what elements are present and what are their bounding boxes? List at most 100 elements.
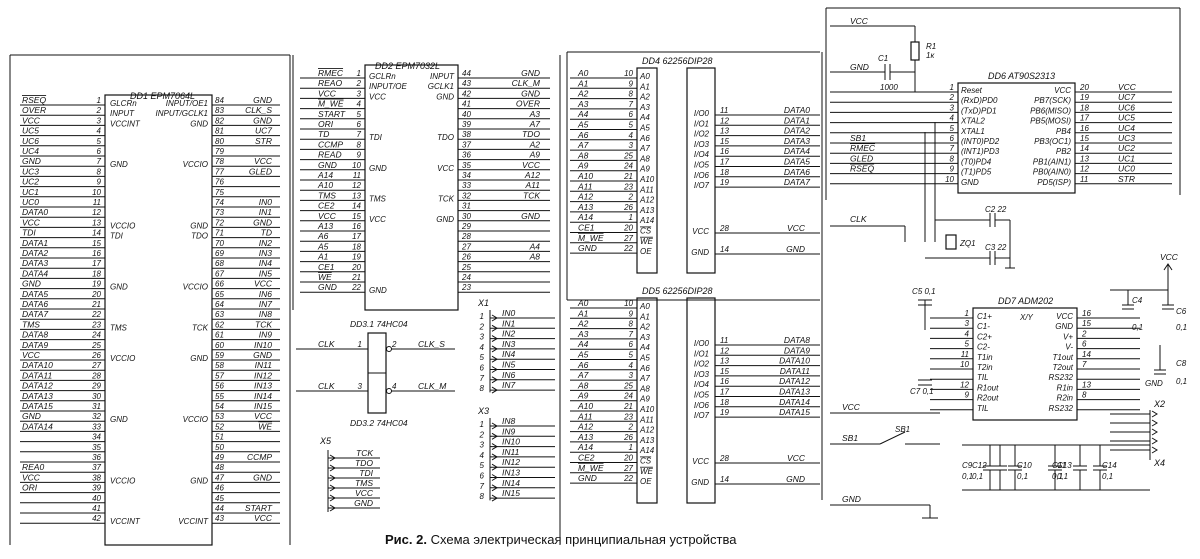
x5-signal-label: TCK [356, 448, 373, 458]
x5-pin-arrow [329, 494, 336, 502]
dd1-pin-number: 75 [215, 188, 224, 197]
dd1-pin-number: 2 [96, 106, 102, 115]
dd4-body-right [686, 67, 716, 274]
dd4-pin-function: A6 [639, 134, 650, 143]
dd6-body [957, 82, 1076, 194]
dd6-pin-function: PB1(AIN1) [1033, 157, 1072, 166]
c6-value: 0,1 [1176, 323, 1187, 332]
dd5-pin-function: I/O7 [694, 411, 710, 420]
dd4-pin-number: 2 [628, 193, 634, 202]
dd4-pin-function: OE [640, 247, 652, 256]
dd4-pin-function: I/O0 [694, 109, 710, 118]
dd1-net-label: DATA15 [22, 401, 53, 411]
dd1-pin-number: 66 [215, 280, 224, 289]
dd6-net-label: VCC [1118, 82, 1137, 92]
dd2-pin-function: TMS [369, 194, 387, 203]
dd7-pin-number: 6 [1082, 340, 1087, 349]
dd2-net-label: A9 [529, 150, 541, 160]
dd1-pin-number: 72 [215, 218, 224, 227]
dd4-pin-function: I/O2 [694, 130, 710, 139]
dd1-pin-number: 52 [215, 422, 224, 431]
dd2-net-label: WE [318, 272, 332, 282]
dd1-pin-function: INPUT/GCLK1 [156, 109, 208, 118]
x5-pin-arrow [329, 454, 336, 462]
dd7-pin-function: R2out [977, 394, 999, 403]
dd4-pin-function: I/O5 [694, 161, 710, 170]
dd1-net-label: IN0 [259, 197, 273, 207]
dd1-pin-number: 74 [215, 198, 224, 207]
dd5-net-label: DATA15 [779, 407, 810, 417]
dd1-pin-number: 40 [92, 494, 101, 503]
dd7-pin-number: 11 [961, 350, 969, 359]
dd1-pin-number: 62 [215, 320, 224, 329]
dd2-net-label: A14 [317, 170, 333, 180]
x3-title: X3 [477, 406, 489, 416]
dd4-net-label: A13 [577, 202, 593, 212]
dd1-pin-number: 7 [97, 157, 102, 166]
x3-signal-label: IN14 [502, 478, 520, 488]
dd2-pin-number: 6 [357, 120, 362, 129]
dd1-net-label: IN1 [259, 207, 273, 217]
dd6-pin-number: 5 [950, 124, 955, 133]
dd7-pin-function: VCC [1056, 312, 1073, 321]
dd4-net-label: A8 [577, 150, 589, 160]
dd2-net-label: A3 [529, 109, 541, 119]
dd2-net-label: START [318, 109, 346, 119]
dd4-net-label: CE1 [578, 223, 595, 233]
dd6-pin-number: 7 [950, 144, 955, 153]
dd5-net-label: A6 [577, 360, 589, 370]
dd5-pin-function: A12 [639, 426, 655, 435]
dd5-net-label: M_WE [578, 463, 604, 473]
dd4-pin-number: 18 [720, 168, 729, 177]
dd2-body [364, 64, 459, 311]
dd5-net-label: A12 [577, 422, 593, 432]
dd2-pin-number: 34 [462, 171, 471, 180]
dd1-pin-number: 55 [215, 392, 224, 401]
dd5-net-label: DATA14 [779, 397, 810, 407]
dd4-net-label: A1 [577, 78, 589, 88]
dd2-net-label: A2 [529, 139, 541, 149]
dd6-pin-function: PB7(SCK) [1034, 96, 1071, 105]
dd5-pin-number: 24 [623, 392, 633, 401]
dd1-pin-number: 24 [91, 331, 101, 340]
vcc-net-label: VCC [1160, 252, 1179, 262]
dd5-net-label: GND [786, 474, 805, 484]
dd2-pin-number: 36 [462, 151, 471, 160]
dd5-net-label: DATA12 [779, 376, 810, 386]
dd2-pin-number: 5 [357, 110, 362, 119]
dd1-pin-number: 57 [215, 371, 224, 380]
dd5-pin-function: A11 [639, 415, 654, 424]
dd1-pin-function: VCCIO [183, 160, 208, 169]
x1-signal-label: IN0 [502, 308, 516, 318]
dd2-pin-number: 11 [353, 171, 361, 180]
dd3-pin-number: 3 [358, 382, 363, 391]
dd1-pin-number: 64 [215, 300, 224, 309]
dd2-pin-number: 3 [357, 89, 362, 98]
dd2-pin-number: 4 [357, 100, 362, 109]
dd2-net-label: CCMP [318, 139, 343, 149]
dd4-pin-number: 17 [720, 158, 729, 167]
dd4-pin-number: 9 [629, 79, 634, 88]
dd5-pin-number: 28 [719, 454, 729, 463]
dd4-pin-function: A1 [639, 82, 650, 91]
dd7-pin-function: T2out [1053, 363, 1074, 372]
dd2-pin-function: GND [436, 215, 454, 224]
dd1-pin-function: GND [190, 354, 208, 363]
dd2-pin-number: 35 [462, 161, 471, 170]
dd1-pin-number: 48 [215, 463, 224, 472]
gnd-net-label: GND [842, 494, 861, 504]
dd1-pin-number: 65 [215, 290, 224, 299]
x3-pin-arrow [491, 484, 498, 492]
c8-value: 0,1 [1176, 377, 1187, 386]
dd5-pin-function: A13 [639, 436, 655, 445]
dd4-net-label: DATA1 [784, 115, 810, 125]
c1-label: C1 [878, 54, 888, 63]
x1-pin-arrow [491, 355, 498, 363]
dd2-net-label: RMEC [318, 68, 344, 78]
x3-signal-label: IN10 [502, 437, 520, 447]
dd1-pin-number: 79 [215, 147, 224, 156]
dd1-net-label: DATA0 [22, 207, 48, 217]
c4-label: C4 [1132, 296, 1143, 305]
dd6-pin-number: 3 [950, 103, 955, 112]
dd2-net-label: A8 [529, 252, 541, 262]
